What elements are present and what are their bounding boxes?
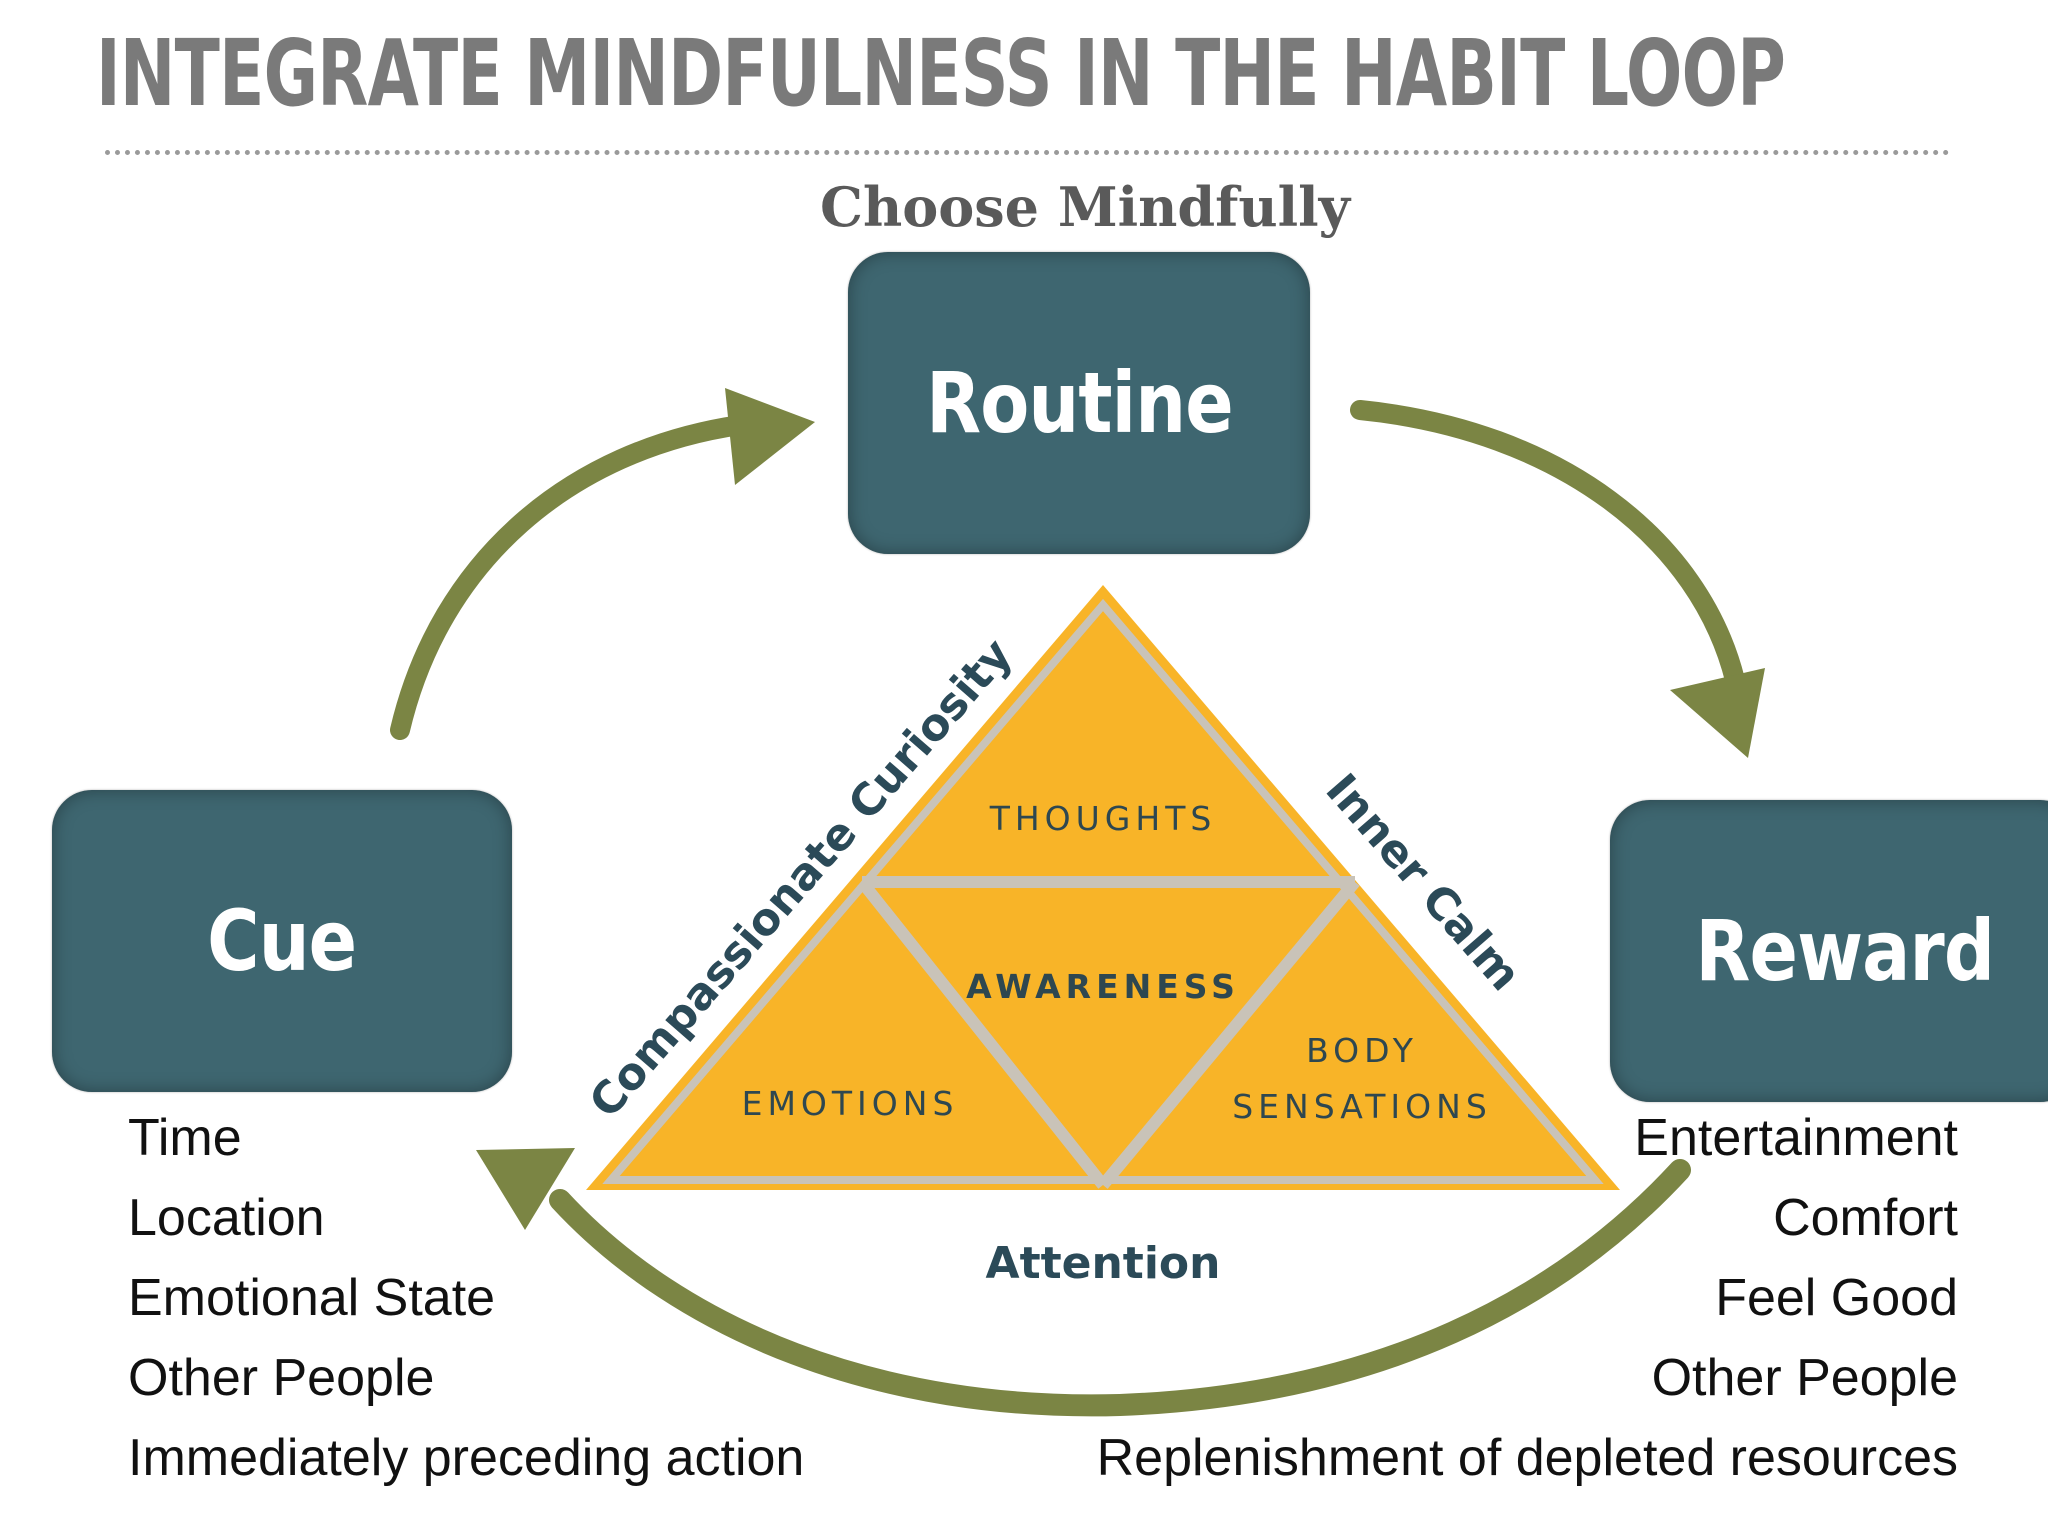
cue-label: Cue [207,892,357,990]
routine-label: Routine [925,354,1234,452]
thoughts-label: THOUGHTS [989,799,1217,838]
list-item: Time [128,1109,242,1167]
awareness-label: AWARENESS [966,967,1240,1006]
emotions-label: EMOTIONS [742,1084,959,1123]
reward-box: Reward [1610,800,2048,1102]
list-item: Emotional State [128,1269,496,1327]
choose-mindfully-label: Choose Mindfully [820,175,1351,239]
list-item: Other People [1651,1349,1958,1407]
cue-box: Cue [52,790,512,1092]
reward-list: Entertainment Comfort Feel Good Other Pe… [1097,1098,1958,1498]
list-item: Location [128,1189,325,1247]
cue-list: Time Location Emotional State Other Peop… [128,1098,804,1498]
arrow-routine-to-reward [1350,400,1765,758]
list-item: Comfort [1773,1189,1958,1247]
list-item: Immediately preceding action [128,1429,805,1487]
arrow-reward-to-cue [476,1148,1691,1417]
list-item: Feel Good [1715,1269,1958,1327]
list-item: Replenishment of depleted resources [1096,1429,1958,1487]
attention-label: Attention [986,1238,1221,1289]
list-item: Entertainment [1634,1109,1958,1167]
reward-label: Reward [1695,902,1996,1000]
page-title: INTEGRATE MINDFULNESS IN THE HABIT LOOP [96,20,1786,127]
sensations-label: SENSATIONS [1232,1087,1492,1126]
awareness-triangle [586,585,1620,1190]
body-label: BODY [1306,1031,1418,1070]
routine-box: Routine [848,252,1310,554]
arrow-cue-to-routine [390,388,815,740]
list-item: Other People [128,1349,435,1407]
dotted-divider [105,150,1950,155]
